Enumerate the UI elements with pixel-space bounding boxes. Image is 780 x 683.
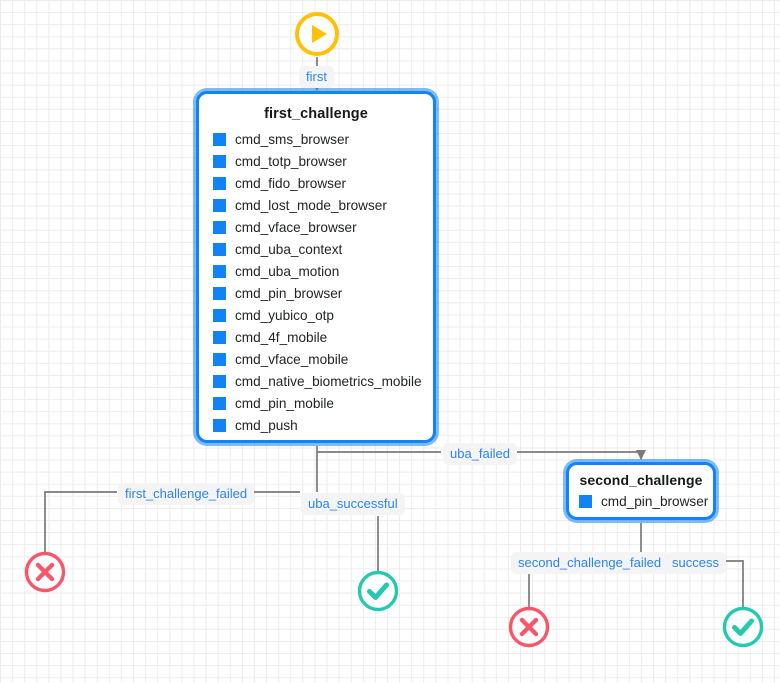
edge-uba-failed-to-second-challenge [516, 449, 647, 461]
node-item[interactable]: cmd_pin_browser [569, 491, 713, 511]
edge-label-uba-failed[interactable]: uba_failed [443, 443, 517, 465]
cross-circle-icon[interactable] [507, 605, 551, 649]
node-second-challenge[interactable]: second_challenge cmd_pin_browser [566, 462, 716, 520]
check-circle-icon[interactable] [721, 605, 765, 649]
node-item[interactable]: cmd_lost_mode_browser [199, 194, 433, 216]
checkbox-icon[interactable] [213, 396, 226, 410]
node-title: second_challenge [579, 472, 703, 488]
checkbox-icon[interactable] [213, 286, 226, 300]
edge-label-success[interactable]: success [665, 552, 726, 574]
checkbox-icon[interactable] [213, 132, 226, 146]
node-item[interactable]: cmd_uba_context [199, 238, 433, 260]
node-item[interactable]: cmd_yubico_otp [199, 304, 433, 326]
cross-circle-icon[interactable] [23, 550, 67, 594]
node-item[interactable]: cmd_fido_browser [199, 172, 433, 194]
node-item-label: cmd_4f_mobile [235, 329, 328, 345]
node-item-label: cmd_yubico_otp [235, 307, 334, 323]
node-item[interactable]: cmd_totp_browser [199, 150, 433, 172]
node-item-label: cmd_vface_mobile [235, 351, 349, 367]
checkbox-icon[interactable] [213, 418, 226, 432]
node-item[interactable]: cmd_pin_browser [199, 282, 433, 304]
node-item-label: cmd_pin_mobile [235, 395, 334, 411]
node-first-challenge[interactable]: first_challenge cmd_sms_browser cmd_totp… [196, 91, 436, 443]
node-item[interactable]: cmd_vface_mobile [199, 348, 433, 370]
checkbox-icon[interactable] [213, 198, 226, 212]
node-item[interactable]: cmd_4f_mobile [199, 326, 433, 348]
checkbox-icon[interactable] [213, 176, 226, 190]
node-item-label: cmd_pin_browser [235, 285, 343, 301]
edge-label-second-challenge-failed[interactable]: second_challenge_failed [511, 552, 669, 574]
checkbox-icon[interactable] [213, 352, 226, 366]
edge-success-to-check-terminal [722, 560, 749, 619]
checkbox-icon[interactable] [213, 308, 226, 322]
checkbox-icon[interactable] [213, 264, 226, 278]
node-item[interactable]: cmd_push [199, 414, 433, 436]
checkbox-icon[interactable] [213, 154, 226, 168]
edge-label-first[interactable]: first [299, 66, 334, 88]
node-item-label: cmd_totp_browser [235, 153, 347, 169]
node-item-list: cmd_sms_browser cmd_totp_browser cmd_fid… [199, 128, 433, 436]
node-item[interactable]: cmd_pin_mobile [199, 392, 433, 414]
play-circle-icon[interactable] [294, 11, 340, 57]
node-item-label: cmd_fido_browser [235, 175, 347, 191]
checkbox-icon[interactable] [213, 220, 226, 234]
checkbox-icon[interactable] [213, 374, 226, 388]
node-item-label: cmd_push [235, 417, 298, 433]
node-item-label: cmd_pin_browser [601, 493, 709, 509]
node-item-label: cmd_native_biometrics_mobile [235, 373, 422, 389]
node-item-label: cmd_uba_context [235, 241, 343, 257]
check-circle-icon[interactable] [356, 569, 400, 613]
node-item-list: cmd_pin_browser [569, 491, 713, 511]
node-item[interactable]: cmd_vface_browser [199, 216, 433, 238]
node-item-label: cmd_vface_browser [235, 219, 357, 235]
node-title: first_challenge [264, 106, 368, 122]
checkbox-icon[interactable] [213, 242, 226, 256]
node-item[interactable]: cmd_uba_motion [199, 260, 433, 282]
node-item-label: cmd_lost_mode_browser [235, 197, 387, 213]
node-item[interactable]: cmd_sms_browser [199, 128, 433, 150]
edge-fcf-to-fail-terminal [39, 491, 117, 564]
checkbox-icon[interactable] [579, 494, 592, 508]
checkbox-icon[interactable] [213, 330, 226, 344]
node-item[interactable]: cmd_native_biometrics_mobile [199, 370, 433, 392]
node-item-label: cmd_sms_browser [235, 131, 350, 147]
edge-label-uba-successful[interactable]: uba_successful [301, 493, 405, 515]
node-item-label: cmd_uba_motion [235, 263, 340, 279]
edge-label-first-challenge-failed[interactable]: first_challenge_failed [118, 483, 255, 505]
